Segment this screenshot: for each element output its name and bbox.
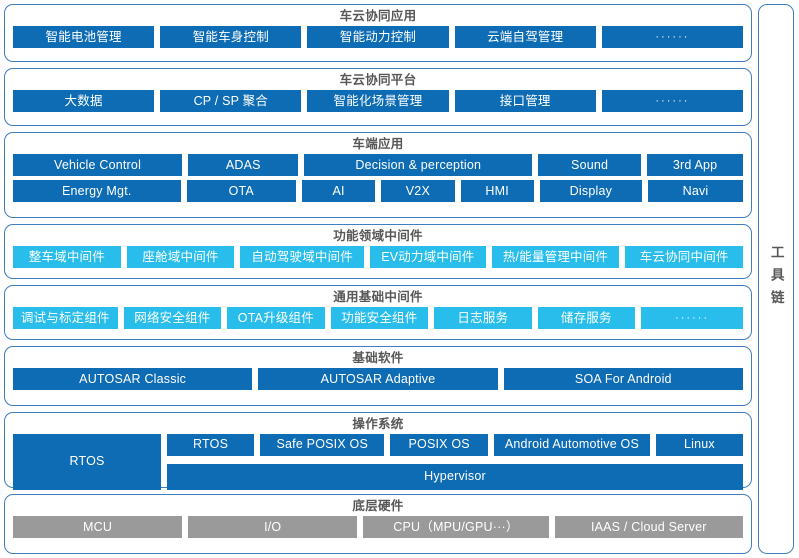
component-chip[interactable]: 接口管理 xyxy=(454,90,596,113)
component-chip[interactable]: HMI xyxy=(460,180,534,203)
component-chip[interactable]: 网络安全组件 xyxy=(123,307,222,330)
component-chip[interactable]: OTA xyxy=(186,180,296,203)
os-rtos-block[interactable]: RTOS xyxy=(13,433,161,490)
layer-title: 车云协同应用 xyxy=(339,9,417,23)
component-chip[interactable]: 3rd App xyxy=(647,154,744,177)
component-row: 智能电池管理智能车身控制智能动力控制云端自驾管理······ xyxy=(13,26,744,48)
component-chip[interactable]: 日志服务 xyxy=(434,307,532,330)
component-chip[interactable]: Safe POSIX OS xyxy=(260,433,385,456)
layer-title: 车云协同平台 xyxy=(339,73,417,88)
component-chip[interactable]: V2X xyxy=(381,180,455,203)
os-left-block: RTOS xyxy=(13,433,161,490)
component-chip[interactable]: POSIX OS xyxy=(390,433,489,456)
component-chip[interactable]: 车云协同中间件 xyxy=(625,246,743,269)
component-chip[interactable]: AUTOSAR Classic xyxy=(13,368,253,391)
component-chip[interactable]: 智能车身控制 xyxy=(160,26,302,48)
component-chip[interactable]: 整车域中间件 xyxy=(13,246,121,269)
component-chip[interactable]: 储存服务 xyxy=(537,307,636,330)
layer-title: 底层硬件 xyxy=(352,499,404,514)
layer-title: 功能领域中间件 xyxy=(333,229,423,244)
layer-title: 基础软件 xyxy=(352,351,404,366)
component-chip[interactable]: CP / SP 聚合 xyxy=(160,90,302,113)
component-chip[interactable]: 座舱域中间件 xyxy=(126,246,235,269)
component-chip[interactable]: Navi xyxy=(648,180,743,203)
component-chip[interactable]: AI xyxy=(302,180,376,203)
component-chip[interactable]: 调试与标定组件 xyxy=(13,307,118,330)
component-chip[interactable]: 智能电池管理 xyxy=(13,26,155,48)
component-chip[interactable]: ······ xyxy=(601,26,744,48)
component-chip[interactable]: 智能动力控制 xyxy=(307,26,449,48)
component-chip[interactable]: 云端自驾管理 xyxy=(454,26,596,48)
component-chip[interactable]: RTOS xyxy=(167,433,255,456)
component-chip[interactable]: ADAS xyxy=(188,154,299,177)
component-chip[interactable]: Decision & perception xyxy=(304,154,533,177)
toolchain-label: 工具链 xyxy=(768,245,784,313)
os-hypervisor-row: Hypervisor xyxy=(167,463,743,490)
component-chip[interactable]: Energy Mgt. xyxy=(13,180,181,203)
component-chip[interactable]: EV动力域中间件 xyxy=(370,246,486,269)
component-chip[interactable]: ······ xyxy=(641,307,744,330)
component-chip[interactable]: 功能安全组件 xyxy=(330,307,429,330)
component-chip[interactable]: CPU（MPU/GPU···） xyxy=(363,516,549,539)
component-chip[interactable]: Sound xyxy=(538,154,642,177)
component-chip[interactable]: ······ xyxy=(601,90,744,113)
component-chip[interactable]: Linux xyxy=(655,433,743,456)
component-chip[interactable]: 智能化场景管理 xyxy=(307,90,449,113)
toolchain-rail: 工具链 xyxy=(758,4,794,554)
component-chip[interactable]: 大数据 xyxy=(13,90,155,113)
component-chip[interactable]: Display xyxy=(539,180,642,203)
component-chip[interactable]: SOA For Android xyxy=(503,368,743,391)
component-chip[interactable]: Vehicle Control xyxy=(13,154,183,177)
layer-vehicle-cloud-application: 车云协同应用智能电池管理智能车身控制智能动力控制云端自驾管理······ xyxy=(4,4,752,63)
component-chip[interactable]: AUTOSAR Adaptive xyxy=(258,368,498,391)
component-chip[interactable]: 热/能量管理中间件 xyxy=(491,246,620,269)
layer-title: 车端应用 xyxy=(352,137,404,152)
layer-title: 操作系统 xyxy=(352,416,404,431)
component-chip[interactable]: IAAS / Cloud Server xyxy=(554,516,743,539)
component-chip[interactable]: OTA升级组件 xyxy=(227,307,325,330)
layer-stack: 车云协同应用智能电池管理智能车身控制智能动力控制云端自驾管理······车云协同… xyxy=(4,4,752,555)
component-chip[interactable]: I/O xyxy=(188,516,358,539)
component-chip[interactable]: 自动驾驶域中间件 xyxy=(240,246,365,269)
hypervisor-chip[interactable]: Hypervisor xyxy=(167,463,743,490)
component-chip[interactable]: MCU xyxy=(13,516,183,539)
layer-title: 通用基础中间件 xyxy=(333,290,423,305)
component-chip[interactable]: Android Automotive OS xyxy=(494,433,650,456)
